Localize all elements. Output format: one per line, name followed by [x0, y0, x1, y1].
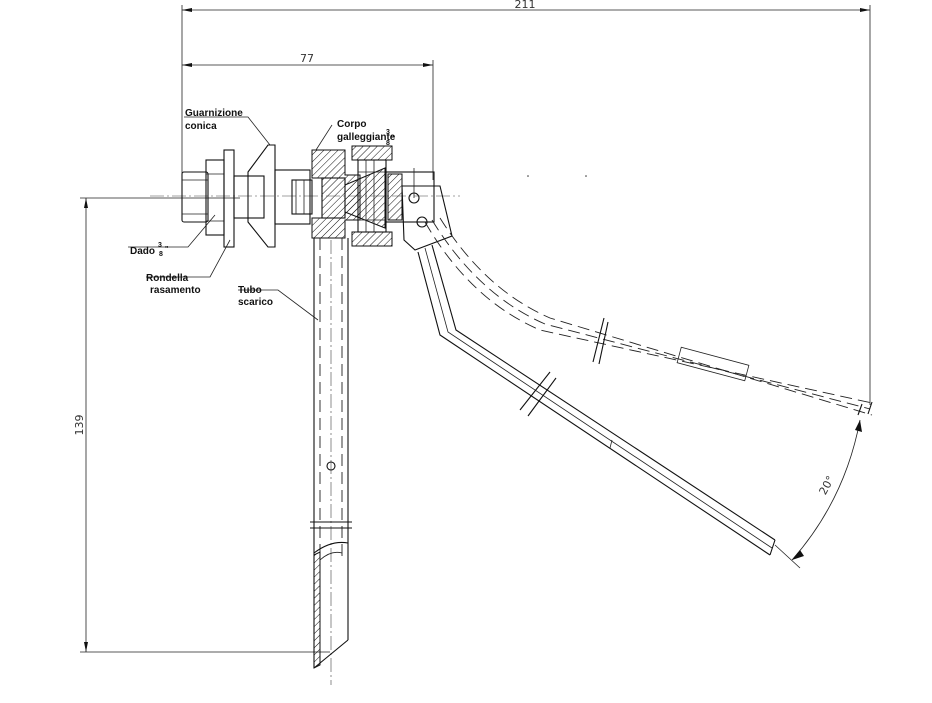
label-nut: Dado: [130, 246, 155, 257]
dimension-overall-width-value: 211: [515, 0, 536, 11]
dimension-body-length-value: 77: [300, 52, 314, 65]
dimension-lever-angle: 20°: [774, 419, 862, 569]
label-drain-tube: Tubo scarico: [238, 285, 273, 308]
label-nut-thread-num: 3: [158, 242, 162, 249]
dimension-drop-height: 139: [73, 197, 330, 653]
valve-body: [311, 145, 435, 247]
dimension-overall-width: 211: [181, 0, 871, 405]
float-lever-down: [417, 244, 776, 556]
label-body-thread-den: 8: [386, 140, 390, 147]
label-nut-thread-den: 8: [159, 251, 163, 258]
reference-dot: [527, 175, 529, 177]
label-gasket: Guarnizione conica: [185, 108, 246, 132]
reference-dot: [585, 175, 587, 177]
label-drain-tube-line1: Tubo: [238, 285, 262, 296]
label-washer: Rondella rasamento: [146, 273, 201, 296]
dimension-drop-height-value: 139: [73, 415, 86, 436]
drain-tube: [310, 238, 352, 685]
label-body-line1: Corpo: [337, 119, 366, 130]
label-body-thread-num: 3: [386, 129, 390, 136]
leader-lines: [128, 116, 333, 321]
label-gasket-line2: conica: [185, 121, 217, 132]
threaded-shank: [181, 171, 209, 223]
label-washer-line2: rasamento: [150, 285, 201, 296]
label-gasket-line1: Guarnizione: [185, 108, 243, 119]
dimension-body-length: 77: [182, 52, 434, 180]
label-nut-thread-unit: ": [165, 246, 168, 253]
pivot-clevis: [401, 168, 453, 251]
label-nut-thread: 3 8 ": [158, 242, 168, 258]
conical-gasket: [247, 144, 276, 248]
label-drain-tube-line2: scarico: [238, 297, 273, 308]
label-body-line2: galleggiante: [337, 132, 396, 143]
label-body-thread-unit: ": [391, 135, 394, 142]
label-body-thread: 3 8 ": [386, 129, 394, 147]
float-lever-up: [424, 217, 873, 416]
dimension-lever-angle-value: 20°: [817, 474, 838, 497]
inlet-sleeve: [274, 169, 313, 225]
label-body: Corpo galleggiante: [337, 119, 396, 143]
nut: [205, 159, 225, 236]
label-washer-line1: Rondella: [146, 273, 189, 284]
washer: [223, 149, 265, 248]
